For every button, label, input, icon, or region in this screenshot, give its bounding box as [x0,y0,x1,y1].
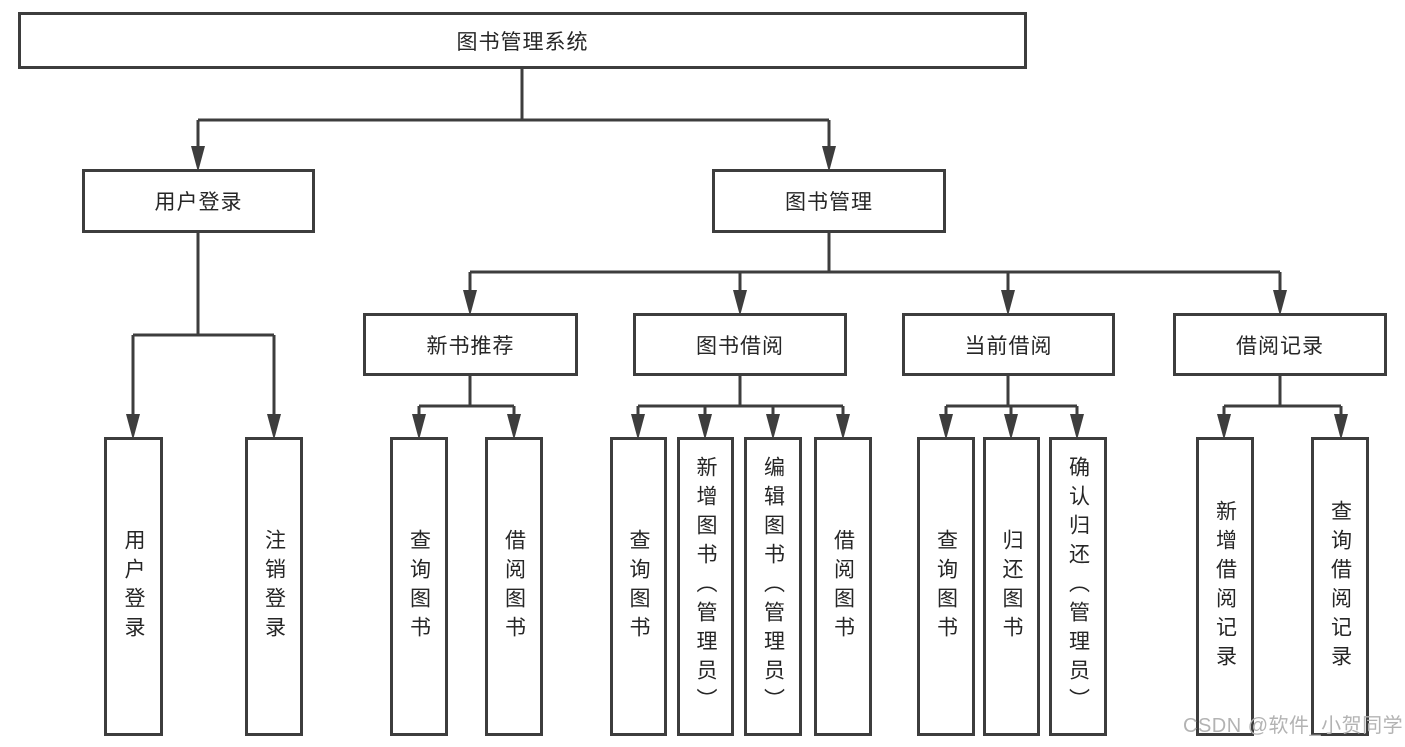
node-borrow-query-book-label: 查询图书 [627,528,651,645]
node-borrow-records-label: 借阅记录 [1236,334,1324,358]
node-records-query-record: 查询借阅记录 [1311,437,1369,736]
node-borrow-edit-book-label: 编辑图书（管理员） [761,456,785,717]
node-recommend-borrow-book-label: 借阅图书 [502,528,526,645]
node-current-borrow: 当前借阅 [902,313,1115,376]
csdn-watermark: CSDN @软件_小贺同学 [1183,715,1404,737]
node-borrow-records: 借阅记录 [1173,313,1387,376]
connector-borrow-records-to-leaves [1222,376,1343,420]
node-recommend-query-book: 查询图书 [390,437,448,736]
node-root: 图书管理系统 [18,12,1027,69]
connector-user-login-group-to-leaves [131,233,276,420]
node-records-query-record-label: 查询借阅记录 [1328,499,1352,674]
connector-book-borrow-to-leaves [636,376,845,420]
node-borrow-borrow-book: 借阅图书 [814,437,872,736]
node-user-login-group: 用户登录 [82,169,315,233]
connector-current-borrow-to-leaves [944,376,1079,420]
node-recommend-borrow-book: 借阅图书 [485,437,543,736]
node-current-query-book-label: 查询图书 [934,528,958,645]
node-root-label: 图书管理系统 [456,30,589,54]
node-current-confirm-return-label: 确认归还（管理员） [1066,456,1090,717]
node-user-login-label: 用户登录 [122,528,146,645]
node-current-return-book: 归还图书 [983,437,1040,736]
node-current-confirm-return: 确认归还（管理员） [1049,437,1107,736]
connector-new-book-recommend-to-leaves [417,376,516,420]
node-book-borrow-label: 图书借阅 [696,334,784,358]
node-current-borrow-label: 当前借阅 [964,334,1053,358]
connector-root-to-level2 [196,69,831,152]
node-user-login-group-label: 用户登录 [154,191,243,214]
node-new-book-recommend: 新书推荐 [363,313,578,376]
node-borrow-add-book: 新增图书（管理员） [677,437,734,736]
node-current-query-book: 查询图书 [917,437,975,736]
node-book-borrow: 图书借阅 [633,313,847,376]
node-book-management: 图书管理 [712,169,946,233]
node-user-login: 用户登录 [104,437,163,736]
node-records-add-record: 新增借阅记录 [1196,437,1254,736]
node-borrow-borrow-book-label: 借阅图书 [831,528,855,645]
node-borrow-query-book: 查询图书 [610,437,667,736]
node-book-management-label: 图书管理 [785,191,873,214]
node-records-add-record-label: 新增借阅记录 [1213,499,1237,674]
node-borrow-add-book-label: 新增图书（管理员） [694,456,718,717]
node-borrow-edit-book: 编辑图书（管理员） [744,437,802,736]
node-user-logout-label: 注销登录 [262,528,286,645]
connector-book-management-to-level3 [468,233,1282,296]
node-user-logout: 注销登录 [245,437,303,736]
node-recommend-query-book-label: 查询图书 [407,528,431,645]
node-new-book-recommend-label: 新书推荐 [426,334,515,358]
node-current-return-book-label: 归还图书 [1000,528,1024,645]
